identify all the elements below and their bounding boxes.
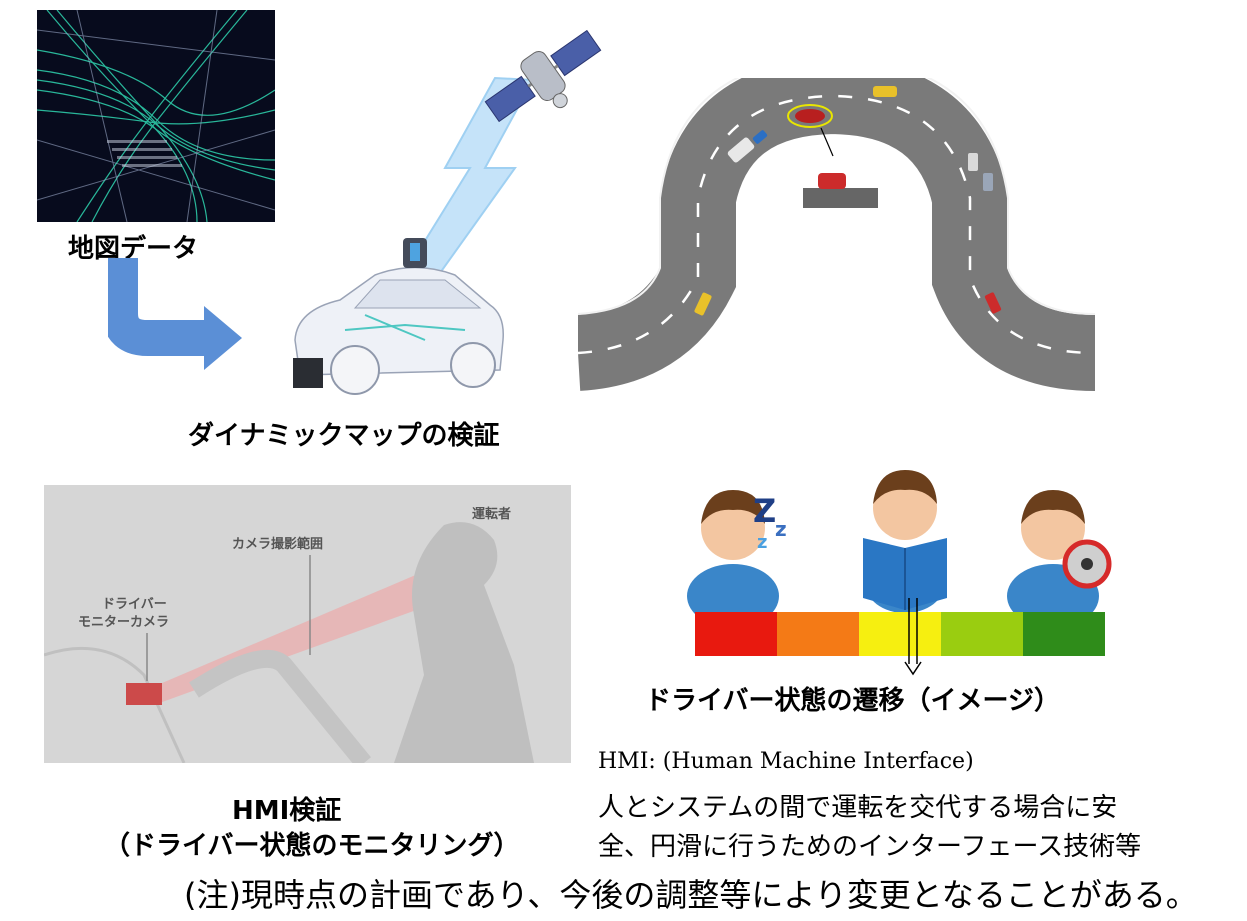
plan-note: (注)現時点の計画であり、今後の調整等により変更となることがある。	[184, 876, 1198, 914]
reading-driver-icon	[863, 470, 947, 613]
hmi-definition-line1: 人とシステムの間で運転を交代する場合に安	[598, 793, 1118, 823]
camera-range-label: カメラ撮影範囲	[232, 537, 324, 552]
map-data-image	[37, 10, 275, 222]
hmi-camera-diagram: 運転者 カメラ撮影範囲 ドライバー モニターカメラ	[44, 485, 571, 763]
sleep-symbol: Z	[753, 492, 776, 530]
camera-label-line2: モニターカメラ	[78, 615, 170, 630]
road-route-image	[574, 56, 1096, 398]
satellite-signal-icon	[403, 29, 602, 282]
sleep-symbol-small: z	[775, 517, 787, 541]
hmi-definition-line2: 全、円滑に行うためのインターフェース技術等	[598, 832, 1142, 862]
hmi-definition-term: HMI: (Human Machine Interface)	[598, 749, 974, 774]
hmi-title: HMI検証	[232, 796, 342, 826]
driving-driver-icon	[1007, 490, 1112, 628]
hmi-subtitle: （ドライバー状態のモニタリング）	[104, 831, 520, 861]
driver-label: 運転者	[472, 507, 512, 522]
test-vehicle-illustration	[293, 238, 504, 395]
dynamic-map-caption: ダイナミックマップの検証	[188, 421, 500, 451]
camera-label-line1: ドライバー	[102, 597, 167, 612]
sleep-symbol-small-2: z	[757, 532, 767, 553]
flow-arrow-icon	[108, 258, 242, 370]
driver-state-caption: ドライバー状態の遷移（イメージ）	[645, 686, 1060, 716]
driver-state-scale: Z z z	[683, 468, 1116, 678]
